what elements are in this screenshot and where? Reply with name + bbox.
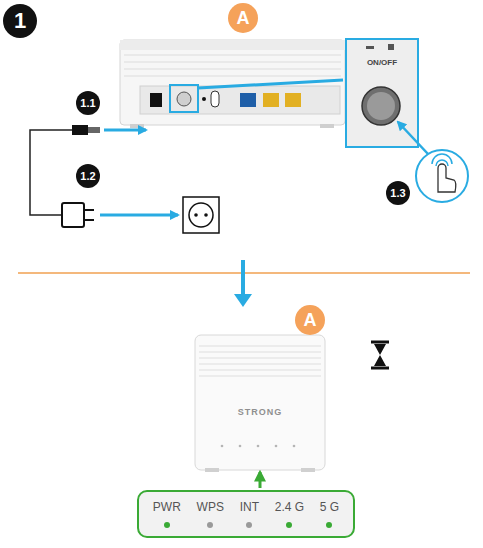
wall-socket [183,197,219,233]
device-badge-text: A [304,311,317,329]
callout-number-text: 1.2 [80,171,95,182]
zoom-inset-label: ON/OFF [347,58,417,68]
router-front-label: STRONG [195,407,325,418]
callout-number: 1.1 [76,91,100,115]
press-arrow [398,122,428,154]
led-panel: PWR WPS INT 2.4 G 5 G [137,490,355,538]
callout-number-text: 1.1 [80,98,95,109]
down-arrow-head [234,294,252,307]
led-label: 5 G [320,500,339,514]
device-badge-text: A [237,9,250,27]
led-label: PWR [153,500,181,514]
led-label: WPS [197,500,224,514]
hourglass [371,342,389,368]
led-column: WPS [197,500,224,528]
callout-number: 1.3 [386,181,410,205]
step-number: 1 [3,4,37,38]
led-dot [164,522,170,528]
device-badge: A [228,3,258,33]
led-dot [286,522,292,528]
power-adapter [62,203,94,227]
zoom-leader [198,80,343,88]
step-number-text: 1 [14,10,26,32]
plug-arrow [104,129,146,132]
led-label: 2.4 G [275,500,304,514]
router-front [195,335,325,472]
router-front: STRONG [195,335,325,470]
power-knob [362,87,400,125]
led-column: PWR [153,500,181,528]
led-label: INT [240,500,259,514]
led-dot [326,522,332,528]
power-plug [30,125,100,215]
callout-number-text: 1.3 [390,188,405,199]
status-arrow [259,472,262,488]
led-column: 5 G [320,500,339,528]
device-badge: A [295,305,325,335]
callout-number: 1.2 [76,164,100,188]
led-dot [246,522,252,528]
router-back [120,40,345,128]
led-column: 2.4 G [275,500,304,528]
adapter-arrow [100,214,178,217]
power-knob-face [367,92,395,120]
down-arrow [241,260,245,296]
led-column: INT [240,500,259,528]
press-icon [416,150,468,202]
led-dot [207,522,213,528]
power-icons [366,44,394,50]
zoom-inset: ON/OFF [345,38,419,148]
